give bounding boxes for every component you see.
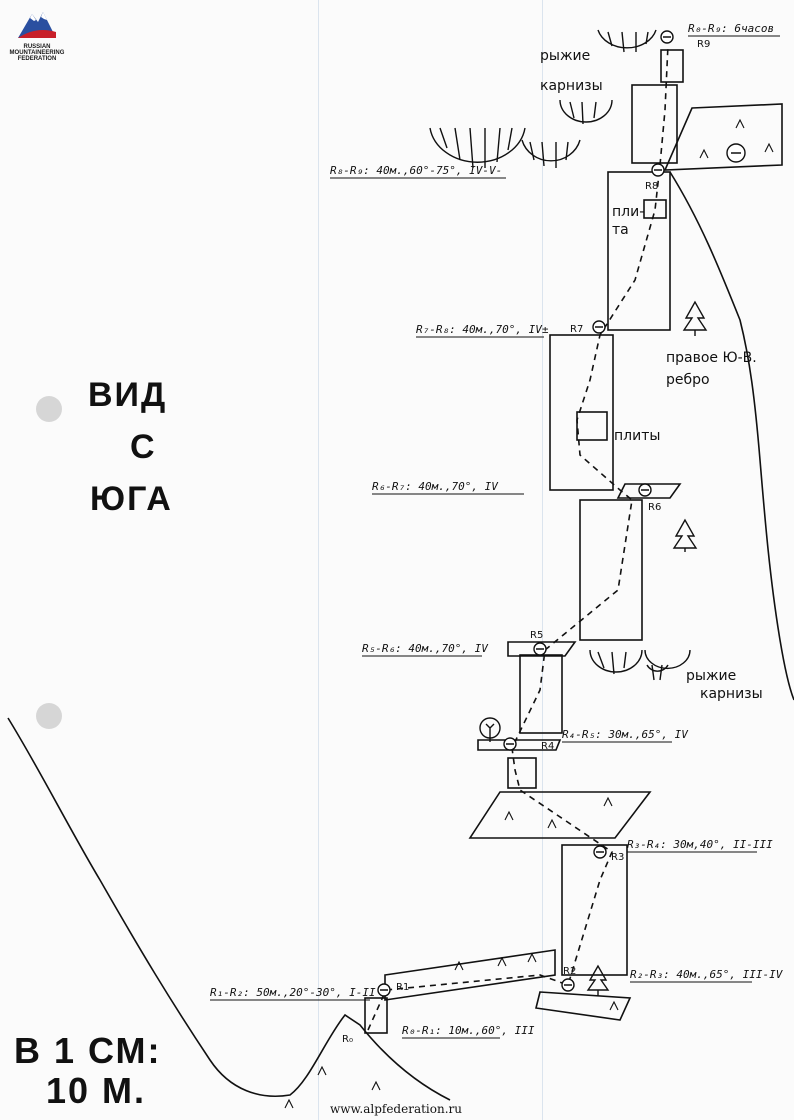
logo-text-line2: MOUNTAINEERING bbox=[9, 50, 65, 56]
route-line bbox=[367, 44, 669, 1031]
wall-r7-r8 bbox=[607, 171, 671, 331]
pitch-label-r3-r4: R₃-R₄: 30м,40°, II-III bbox=[627, 838, 773, 851]
tree-icon bbox=[682, 300, 708, 336]
ledge-r1-r2 bbox=[384, 949, 556, 1001]
left-ridge-line bbox=[7, 717, 451, 1101]
scale-line2: 10 М. bbox=[46, 1070, 147, 1111]
slab-r9 bbox=[660, 49, 684, 83]
view-title-line1: ВИД bbox=[88, 376, 168, 414]
scale-line1: В 1 СМ: bbox=[14, 1030, 162, 1071]
note-plity: плиты bbox=[614, 428, 660, 444]
wall-r4-r5 bbox=[519, 654, 563, 734]
pitch-labels: R₀-R₁: 10м.,60°, III R₁-R₂: 50м.,20°-30°… bbox=[210, 22, 784, 1037]
note-rebro-1: правое Ю-В. bbox=[666, 350, 757, 366]
note-plita-1: пли- bbox=[612, 204, 644, 220]
paper-rule-line bbox=[542, 0, 543, 1120]
wall-r8-r9 bbox=[631, 84, 678, 164]
mountain-logo-icon bbox=[18, 12, 56, 38]
cornice bbox=[644, 649, 691, 670]
station-label-r3: R3 bbox=[611, 852, 624, 863]
pitch-label-r4-r5: R₄-R₅: 30м.,65°, IV bbox=[562, 728, 689, 741]
note-ryzhie-bottom: рыжие bbox=[686, 668, 736, 684]
pitch-label-r2-r3: R₂-R₃: 40м.,65°, III-IV bbox=[630, 968, 784, 981]
federation-logo: RUSSIAN MOUNTAINEERING FEDERATION bbox=[8, 4, 66, 62]
wall-r2-r3 bbox=[561, 844, 628, 976]
station-label-r6: R6 bbox=[648, 502, 661, 513]
punch-hole bbox=[36, 703, 62, 729]
pitch-label-r7-r8: R₇-R₈: 40м.,70°, IV± bbox=[416, 323, 549, 336]
total-time-label: R₀-R₉: 6часов bbox=[688, 22, 774, 35]
note-karnizy-bottom: карнизы bbox=[700, 686, 763, 702]
cornice bbox=[429, 127, 526, 163]
pitch-label-r8-r9: R₈-R₉: 40м.,60°-75°, IV-V- bbox=[330, 164, 502, 177]
pitch-label-r6-r7: R₆-R₇: 40м.,70°, IV bbox=[372, 480, 499, 493]
right-ridge-line bbox=[669, 171, 794, 701]
cornice bbox=[589, 649, 643, 673]
cornice bbox=[646, 664, 669, 672]
view-title-line2: С bbox=[130, 428, 157, 466]
note-karnizy-top: карнизы bbox=[540, 78, 603, 94]
note-ryzhie-top: рыжие bbox=[540, 48, 590, 64]
footer-url: www.alpfederation.ru bbox=[330, 1102, 462, 1116]
ledge-r6 bbox=[616, 483, 682, 499]
note-rebro-2: ребро bbox=[666, 372, 710, 388]
note-plita-2: та bbox=[612, 222, 629, 238]
station-label-r8: R8 bbox=[645, 181, 658, 192]
station-label-r0: R₀ bbox=[342, 1034, 353, 1045]
cornice bbox=[559, 99, 613, 123]
tree-icon bbox=[672, 518, 698, 552]
logo-text-line1: RUSSIAN bbox=[23, 44, 51, 50]
ledge-r4 bbox=[477, 739, 562, 751]
tree-icons bbox=[479, 300, 708, 996]
station-labels: R₀ R1 R2 R3 R4 R5 R6 R7 R8 R9 bbox=[342, 39, 710, 1045]
station-label-r9: R9 bbox=[697, 39, 710, 50]
cornice bbox=[521, 139, 581, 162]
station-label-r1: R1 bbox=[396, 982, 409, 993]
pitch-label-r0-r1: R₀-R₁: 10м.,60°, III bbox=[402, 1024, 535, 1037]
station-label-r2: R2 bbox=[563, 966, 576, 977]
pitch-label-r1-r2: R₁-R₂: 50м.,20°-30°, I-II bbox=[210, 986, 376, 999]
slab-r4 bbox=[507, 757, 537, 789]
slab-r0-r1 bbox=[364, 997, 388, 1034]
slab-plita bbox=[643, 199, 667, 219]
cornice-group bbox=[429, 29, 691, 681]
ridge-terrace bbox=[663, 103, 783, 171]
wall-r5-r6 bbox=[579, 499, 643, 641]
ledge-r5 bbox=[507, 641, 577, 657]
pitch-label-r5-r6: R₅-R₆: 40м.,70°, IV bbox=[362, 642, 489, 655]
station-label-r7: R7 bbox=[570, 324, 583, 335]
ledge-r3-r4 bbox=[468, 791, 652, 839]
punch-hole bbox=[36, 396, 62, 422]
station-label-r4: R4 bbox=[541, 741, 554, 752]
station-marker-bars bbox=[380, 36, 741, 991]
slab-plity bbox=[576, 411, 608, 441]
logo-text-line3: FEDERATION bbox=[17, 56, 57, 62]
ledge-r2 bbox=[535, 991, 632, 1021]
label-underlines bbox=[210, 35, 780, 1039]
notes: рыжие карнизы пли- та плиты правое Ю-В. … bbox=[540, 48, 763, 702]
grass-marks bbox=[284, 118, 774, 1109]
tree-icon bbox=[586, 964, 610, 996]
view-title-line3: ЮГА bbox=[90, 480, 173, 518]
wall-r6-r7 bbox=[549, 334, 614, 491]
cornice bbox=[597, 29, 657, 49]
paper-rule-line bbox=[318, 0, 319, 1120]
station-label-r5: R5 bbox=[530, 630, 543, 641]
